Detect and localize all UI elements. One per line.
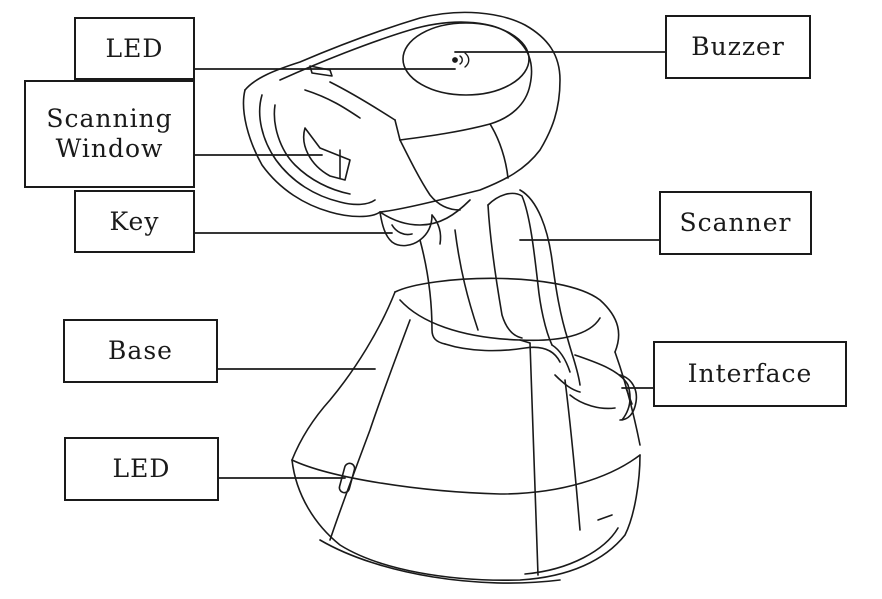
leader-lines [194,51,666,479]
label-interface: Interface [653,341,847,407]
label-led-bottom: LED [64,437,219,501]
label-led-top: LED [74,17,195,80]
base-cradle [291,277,641,584]
sound-wave-icon [452,52,470,68]
label-base: Base [63,319,218,383]
label-buzzer: Buzzer [665,15,811,79]
label-key: Key [74,190,195,253]
scanner-head [242,11,561,247]
label-scanner: Scanner [659,191,812,255]
label-scanning-window: Scanning Window [24,80,195,188]
scanner-handle [419,189,581,393]
